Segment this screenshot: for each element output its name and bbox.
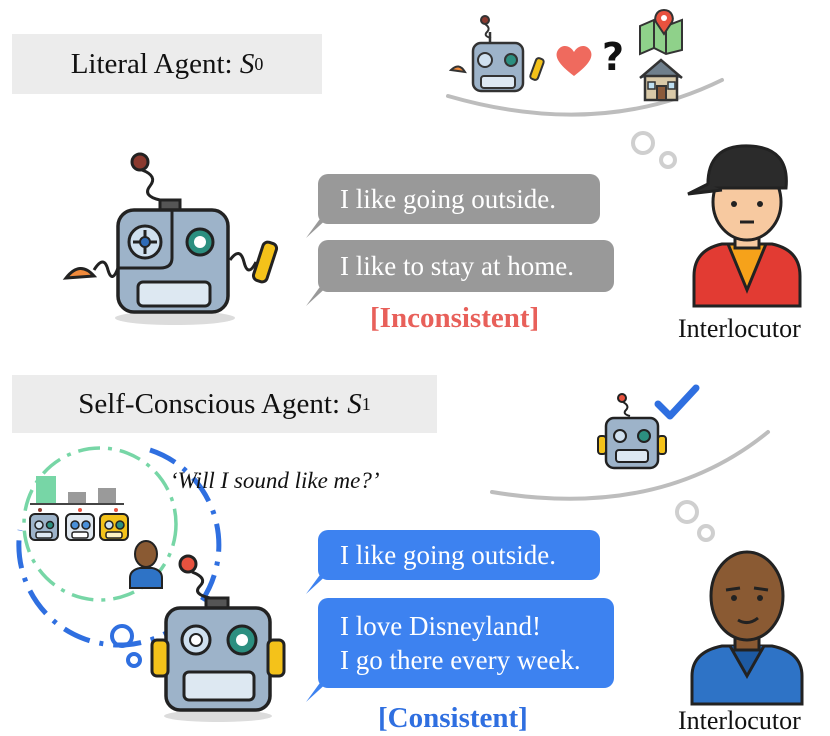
robot-icon	[99, 508, 129, 541]
thought-curve-top	[446, 78, 724, 169]
utterance-bubble-1: I like going outside.	[318, 530, 600, 580]
bar	[98, 488, 116, 504]
thought-dot	[659, 151, 677, 169]
utterance-bubble-1: I like going outside.	[318, 174, 600, 224]
person-bald-icon	[129, 540, 163, 589]
map-pin-icon	[639, 8, 683, 56]
utterance-bubble-2: I like to stay at home.	[318, 240, 614, 292]
thought-dot	[110, 624, 134, 648]
utterance-bubble-2: I love Disneyland! I go there every week…	[318, 598, 614, 688]
bubble-tail	[306, 284, 330, 306]
bar	[36, 476, 56, 504]
robot-icon	[150, 554, 286, 722]
person-cap-icon	[687, 144, 802, 308]
bar	[68, 492, 86, 504]
bubble-tail	[306, 680, 330, 702]
heart-icon	[556, 46, 592, 76]
bubble-tail	[306, 216, 330, 238]
bar-chart-icon	[30, 476, 124, 505]
thought-dot	[126, 652, 142, 668]
robot-icon	[62, 152, 279, 325]
robot-icon	[29, 508, 59, 541]
thought-dot	[631, 131, 655, 155]
thought-quote: ‘Will I sound like me?’	[170, 468, 380, 493]
checkmark-icon	[654, 384, 700, 420]
person-bald-icon	[690, 550, 804, 706]
robot-icon	[448, 15, 545, 93]
consistent-tag: [Consistent]	[378, 702, 528, 734]
house-icon	[639, 58, 683, 102]
bubble-tail	[306, 572, 330, 594]
svg-text:?: ?	[602, 35, 624, 79]
robot-icon	[65, 508, 95, 541]
thought-dot	[697, 524, 715, 542]
question-mark-icon: ?	[602, 35, 624, 79]
interlocutor-label: Interlocutor	[678, 706, 801, 735]
inconsistent-tag: [Inconsistent]	[370, 302, 540, 334]
thought-dot	[675, 500, 699, 524]
interlocutor-label: Interlocutor	[678, 314, 801, 343]
robot-icon	[597, 393, 667, 470]
